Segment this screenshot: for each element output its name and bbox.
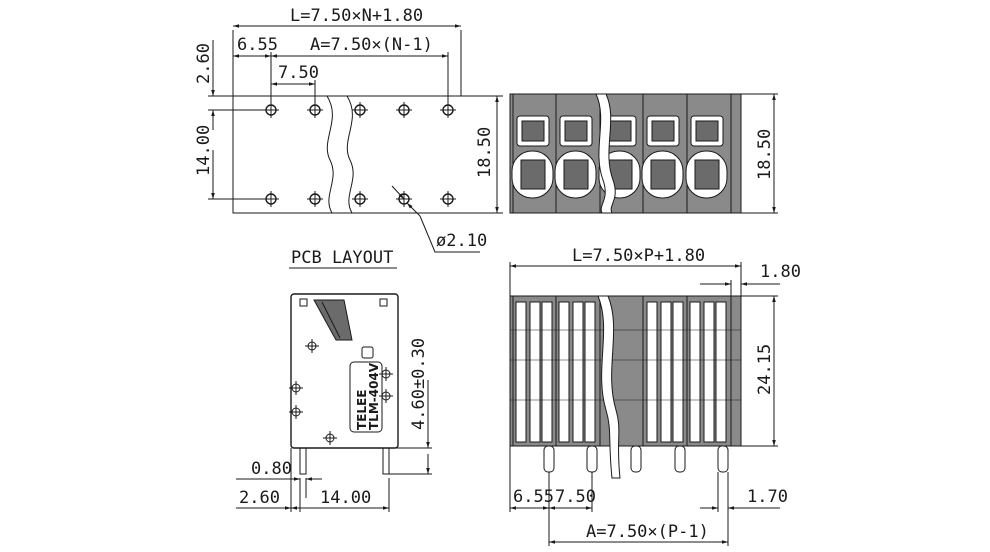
pcb-hole-row-top	[263, 102, 456, 118]
pcb-pitch-dim: 7.50	[278, 63, 319, 83]
pcb-length-dim: L=7.50×N+1.80	[290, 6, 423, 26]
top-view-cell	[641, 115, 684, 199]
hole-diameter-dim: ø2.10	[436, 231, 487, 251]
top-view-height-dim: 18.50	[755, 129, 775, 180]
pcb-row-spacing-dim: 14.00	[194, 125, 214, 176]
pcb-layout-outline	[232, 95, 498, 214]
connector-side-view: TELEE TLM-404V 0.80 2.60 14.00 4.60±0.30	[236, 293, 432, 512]
pcb-layout-break-line	[326, 95, 334, 214]
pcb-edge-dim: 2.60	[194, 43, 214, 84]
front-view-slots	[515, 301, 727, 443]
top-view-cell	[554, 115, 597, 199]
pcb-offset-dim: 6.55	[237, 35, 278, 55]
front-span-dim: A=7.50×(P-1)	[586, 522, 709, 542]
pcb-height-dim: 18.50	[475, 127, 495, 178]
connector-front-view: L=7.50×P+1.80 1.80 24.15 6.55 7.50 1.70 …	[509, 246, 801, 546]
front-view-pins	[543, 445, 729, 473]
side-view-pin	[299, 447, 307, 475]
pin-spacing-dim: 14.00	[320, 488, 371, 508]
marking-model: TLM-404V	[367, 362, 381, 430]
pcb-hole-row-bottom	[263, 191, 456, 207]
pin-height-dim: 4.60±0.30	[409, 338, 429, 430]
pin-offset-dim: 2.60	[239, 488, 280, 508]
front-length-dim: L=7.50×P+1.80	[572, 246, 705, 266]
front-pin-dim: 1.70	[747, 487, 788, 507]
marking-brand: TELEE	[355, 390, 369, 430]
front-end-dim: 1.80	[760, 262, 801, 282]
pin-width-dim: 0.80	[251, 459, 292, 479]
top-view-cell	[511, 115, 554, 199]
pcb-span-dim: A=7.50×(N-1)	[310, 35, 433, 55]
side-view-lever	[313, 299, 353, 341]
marking-plate	[349, 361, 383, 433]
front-offset-dim: 6.55	[513, 487, 554, 507]
side-view-body	[290, 293, 399, 449]
pcb-layout-break-line	[346, 95, 354, 214]
side-view-pin	[382, 447, 390, 475]
side-view-crosshair	[289, 339, 393, 445]
front-pitch-dim: 7.50	[555, 487, 596, 507]
pcb-layout-label: PCB LAYOUT	[291, 248, 393, 268]
connector-top-view: 18.50	[509, 93, 778, 214]
front-height-dim: 24.15	[755, 344, 775, 395]
pcb-layout-view: L=7.50×N+1.80 6.55 A=7.50×(N-1) 7.50 2.6…	[194, 6, 503, 269]
top-view-cell	[685, 115, 728, 199]
